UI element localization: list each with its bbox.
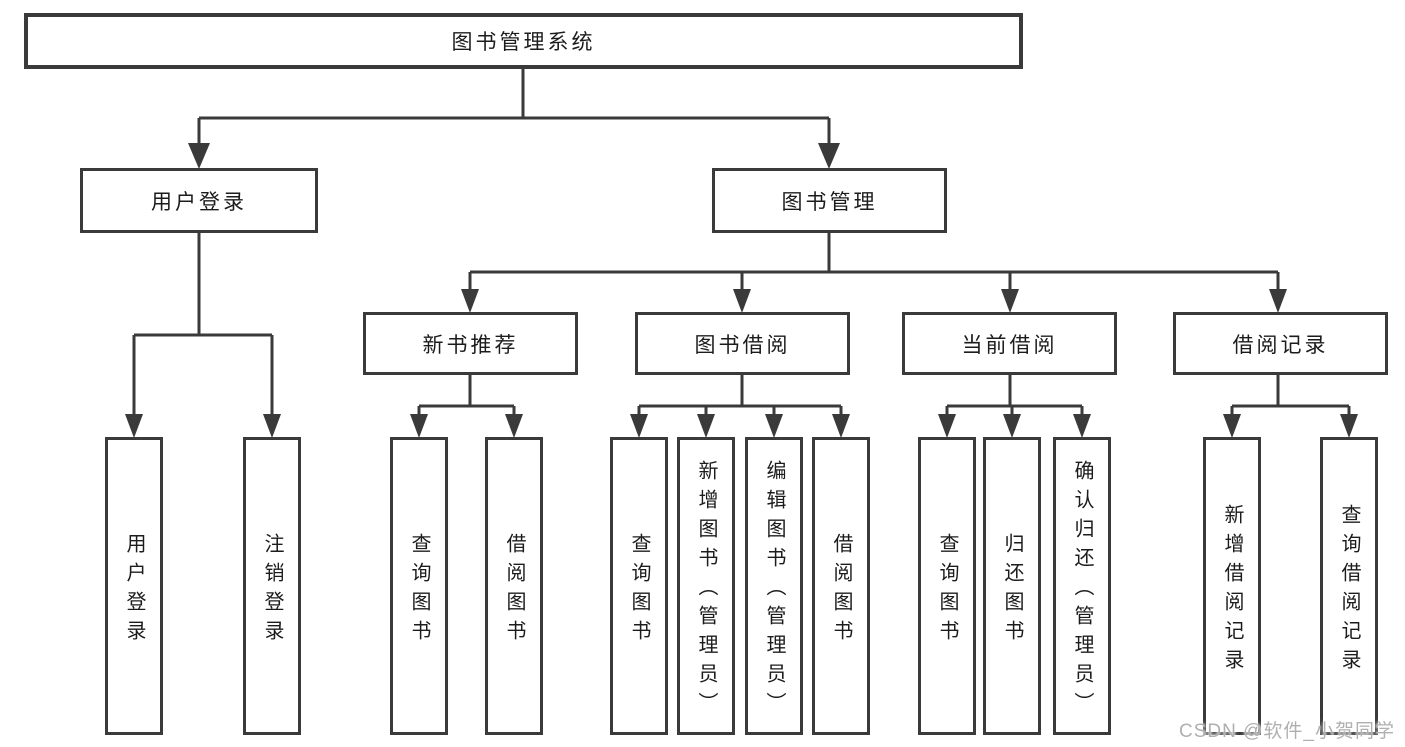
leaf-query-books-recommend: 查询图书 [390, 437, 448, 735]
leaf-label: 确认归还（管理员） [1071, 460, 1093, 721]
leaf-label: 新增借阅记录 [1221, 503, 1243, 678]
leaf-label: 新增图书（管理员） [695, 460, 717, 721]
csdn-watermark: CSDN @软件_小贺同学 [1179, 721, 1395, 742]
leaf-label: 查询图书 [628, 532, 650, 649]
leaf-confirm-return-admin: 确认归还（管理员） [1053, 437, 1111, 735]
leaf-logout: 注销登录 [243, 437, 301, 735]
leaf-label: 用户登录 [123, 532, 145, 649]
node-user-login: 用户登录 [80, 168, 318, 233]
leaf-label: 查询借阅记录 [1338, 503, 1360, 678]
leaf-add-borrow-record: 新增借阅记录 [1203, 437, 1261, 735]
leaf-borrow-books-recommend: 借阅图书 [485, 437, 543, 735]
leaf-label: 借阅图书 [830, 532, 852, 649]
leaf-label: 编辑图书（管理员） [763, 460, 785, 721]
leaf-label: 归还图书 [1001, 532, 1023, 649]
node-book-management: 图书管理 [712, 168, 947, 233]
leaf-query-borrow-record: 查询借阅记录 [1320, 437, 1378, 735]
leaf-edit-books-admin: 编辑图书（管理员） [745, 437, 803, 735]
node-borrow-records: 借阅记录 [1173, 312, 1388, 375]
leaf-add-books-admin: 新增图书（管理员） [677, 437, 735, 735]
leaf-query-books-current: 查询图书 [918, 437, 976, 735]
leaf-label: 查询图书 [408, 532, 430, 649]
leaf-label: 查询图书 [936, 532, 958, 649]
node-new-book-recommend: 新书推荐 [363, 312, 578, 375]
node-book-borrowing: 图书借阅 [635, 312, 850, 375]
leaf-query-books-borrow: 查询图书 [610, 437, 668, 735]
leaf-borrow-books: 借阅图书 [812, 437, 870, 735]
leaf-user-login: 用户登录 [105, 437, 163, 735]
leaf-label: 注销登录 [261, 532, 283, 649]
leaf-label: 借阅图书 [503, 532, 525, 649]
node-current-borrowing: 当前借阅 [902, 312, 1117, 375]
leaf-return-books: 归还图书 [983, 437, 1041, 735]
node-root: 图书管理系统 [24, 13, 1023, 69]
